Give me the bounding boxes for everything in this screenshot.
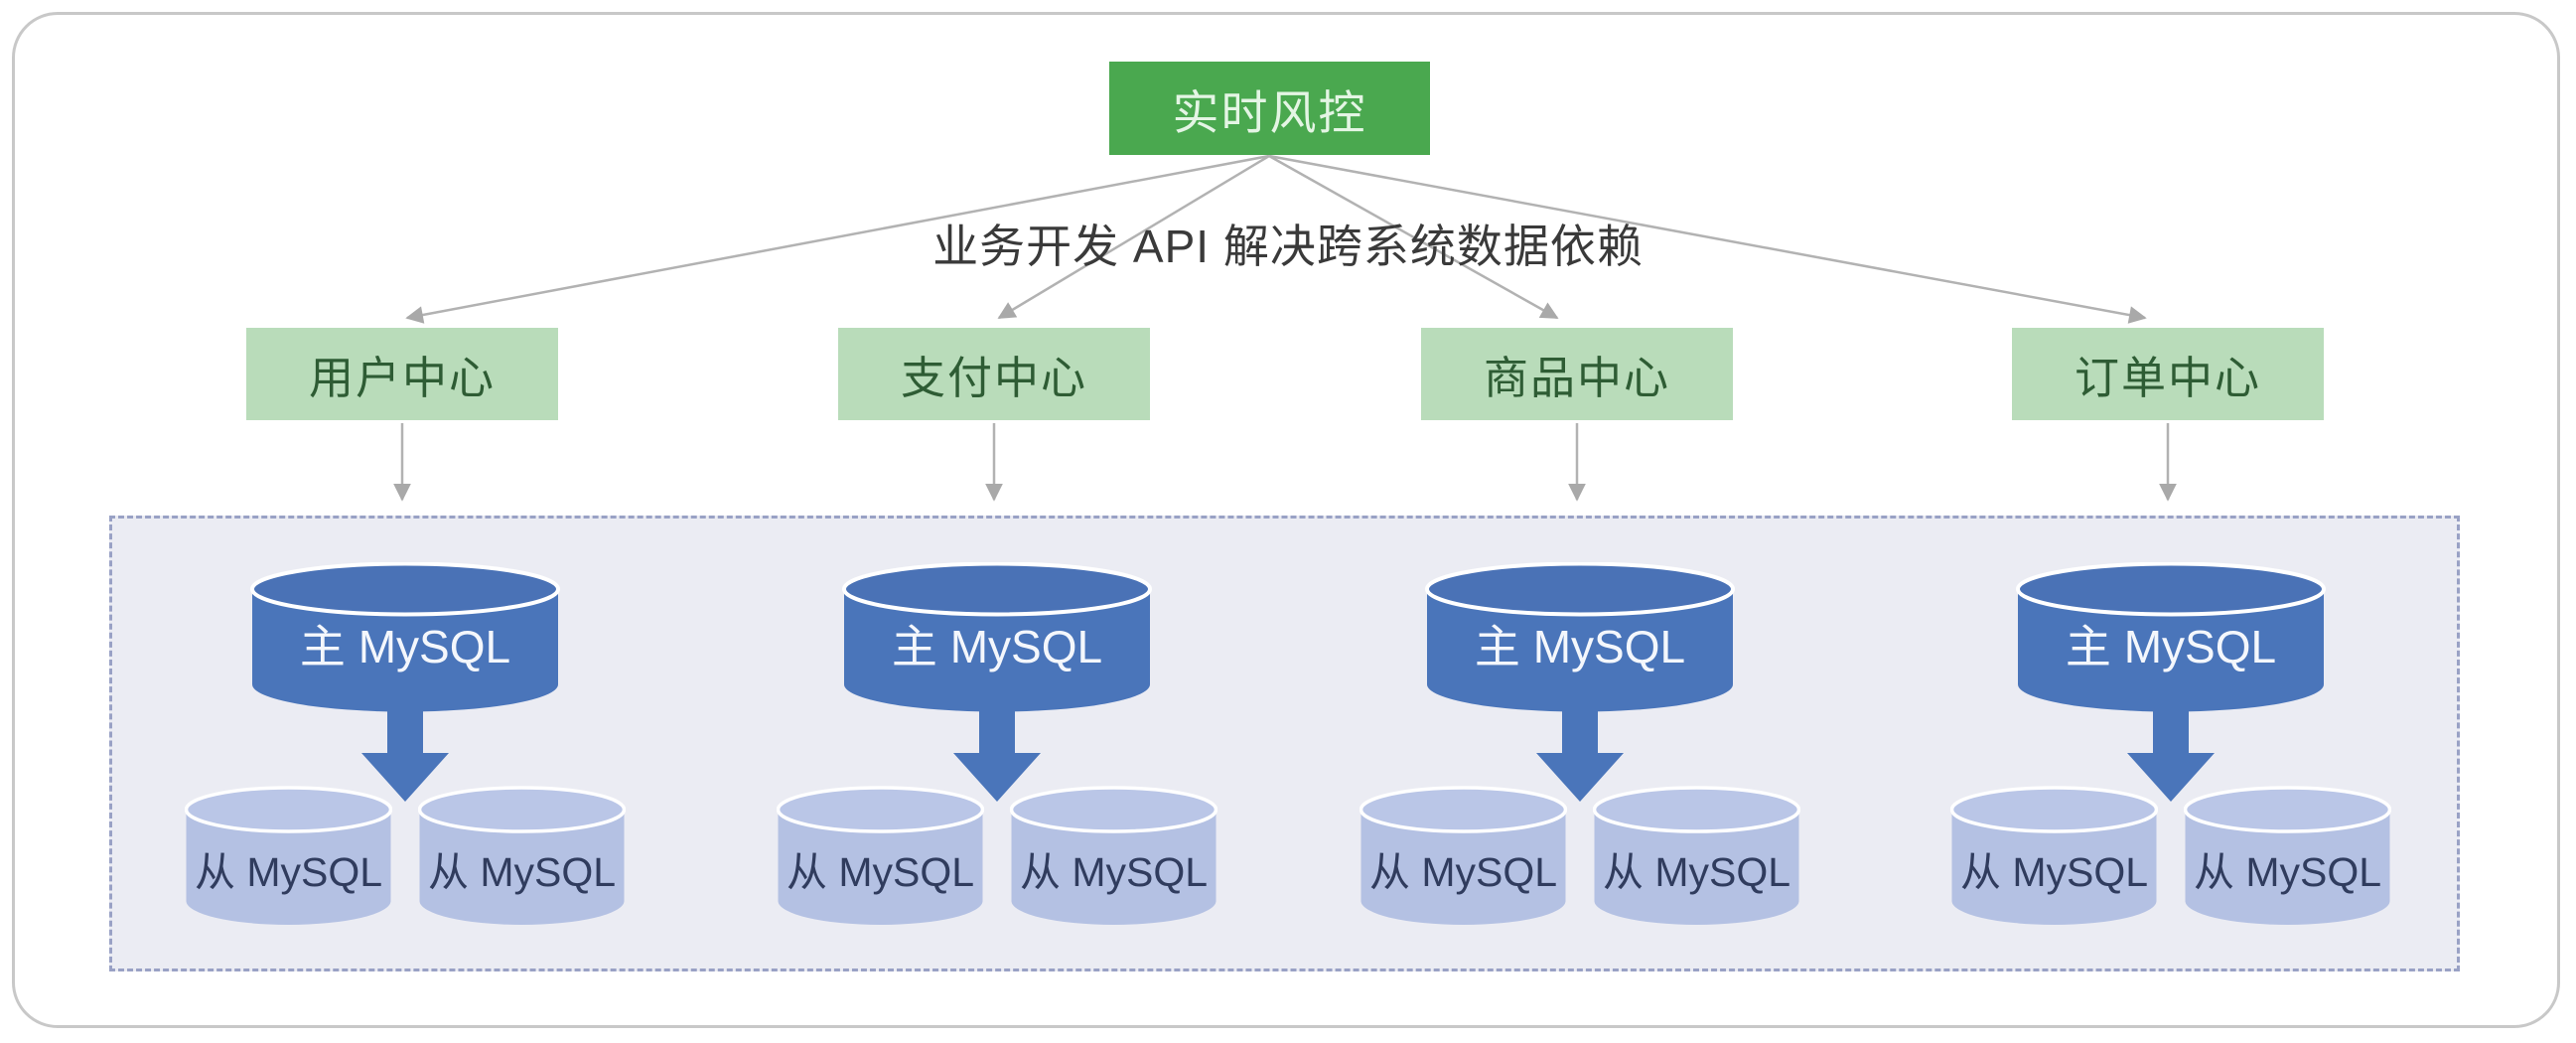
node-payment-center: 支付中心 bbox=[838, 328, 1150, 420]
db-group-product-center: 主 MySQL 从 MySQL 从 MySQL bbox=[1360, 562, 1800, 930]
slave-db-label: 从 MySQL bbox=[1019, 849, 1209, 895]
replication-arrow-icon bbox=[1536, 707, 1624, 802]
slave-db-label: 从 MySQL bbox=[1368, 849, 1558, 895]
node-realtime-risk-control: 实时风控 bbox=[1109, 62, 1430, 155]
slave-db-label: 从 MySQL bbox=[1959, 849, 2149, 895]
slave-db-label: 从 MySQL bbox=[427, 849, 617, 895]
master-db-cylinder-icon bbox=[250, 562, 560, 712]
slave-db-cylinder-icon bbox=[185, 786, 392, 925]
slave-db-cylinder-icon bbox=[2184, 786, 2391, 925]
master-db-cylinder-icon bbox=[1425, 562, 1735, 712]
node-user-center: 用户中心 bbox=[246, 328, 558, 420]
master-db-label: 主 MySQL bbox=[2065, 621, 2277, 672]
replication-arrow-icon bbox=[361, 707, 449, 802]
master-db-label: 主 MySQL bbox=[891, 621, 1103, 672]
master-db-cylinder-icon bbox=[2016, 562, 2326, 712]
slave-db-label: 从 MySQL bbox=[194, 849, 383, 895]
slave-db-cylinder-icon bbox=[1950, 786, 2158, 925]
node-product-center: 商品中心 bbox=[1421, 328, 1733, 420]
slave-db-label: 从 MySQL bbox=[2193, 849, 2382, 895]
slave-db-cylinder-icon bbox=[1593, 786, 1800, 925]
slave-db-cylinder-icon bbox=[777, 786, 984, 925]
api-note-label: 业务开发 API 解决跨系统数据依赖 bbox=[932, 221, 1644, 272]
master-db-label: 主 MySQL bbox=[299, 621, 511, 672]
master-db-cylinder-icon bbox=[842, 562, 1152, 712]
db-group-order-center: 主 MySQL 从 MySQL 从 MySQL bbox=[1950, 562, 2391, 930]
mysql-cluster-zone: 主 MySQL 从 MySQL 从 MySQL 主 MySQL bbox=[109, 516, 2460, 971]
db-group-user-center: 主 MySQL 从 MySQL 从 MySQL bbox=[185, 562, 626, 930]
db-group-payment-center: 主 MySQL 从 MySQL 从 MySQL bbox=[777, 562, 1217, 930]
slave-db-cylinder-icon bbox=[1360, 786, 1567, 925]
slave-db-cylinder-icon bbox=[1010, 786, 1217, 925]
master-db-label: 主 MySQL bbox=[1474, 621, 1686, 672]
slave-db-cylinder-icon bbox=[418, 786, 626, 925]
slave-db-label: 从 MySQL bbox=[1602, 849, 1791, 895]
replication-arrow-icon bbox=[953, 707, 1041, 802]
node-order-center: 订单中心 bbox=[2012, 328, 2324, 420]
slave-db-label: 从 MySQL bbox=[786, 849, 975, 895]
replication-arrow-icon bbox=[2127, 707, 2215, 802]
